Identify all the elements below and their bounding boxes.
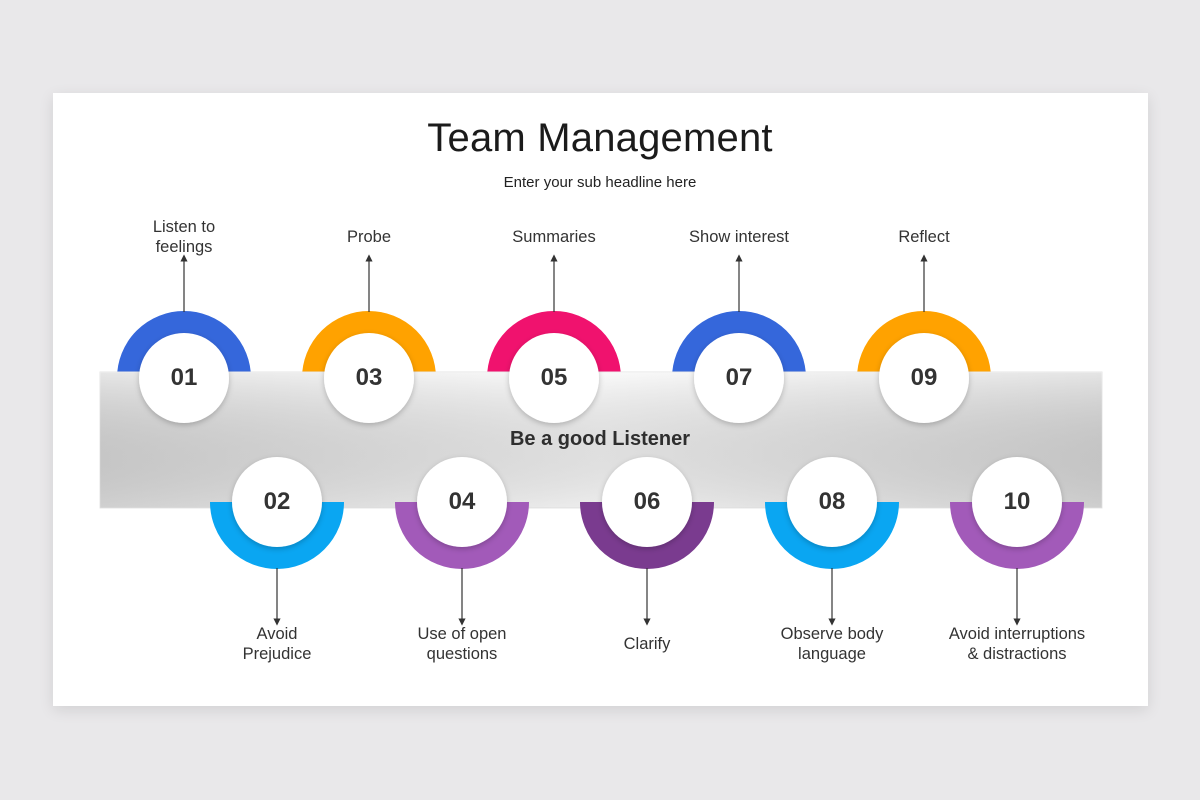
number-circle-05 [509, 333, 599, 423]
label-line: Listen to [152, 218, 216, 236]
step-label-01: Listen to feelings [84, 217, 284, 257]
step-label-03: Probe [269, 227, 469, 247]
number-circle-09 [879, 333, 969, 423]
step-label-08: Observe body language [732, 624, 932, 664]
step-label-05: Summaries [454, 227, 654, 247]
number-circle-07 [694, 333, 784, 423]
step-number-10: 10 [1003, 488, 1031, 515]
number-circle-08 [787, 457, 877, 547]
ring-arc-07 [672, 311, 806, 379]
label-line: Avoid interruptions [948, 625, 1086, 643]
step-number-04: 04 [448, 488, 476, 515]
number-circle-10 [972, 457, 1062, 547]
label-line: Show interest [689, 228, 789, 246]
number-circle-02 [232, 457, 322, 547]
label-line: Prejudice [242, 645, 312, 663]
label-line: language [798, 645, 866, 663]
label-line: & distractions [967, 645, 1067, 663]
label-line: feelings [155, 238, 213, 256]
ring-arc-06 [580, 501, 714, 569]
band-label: Be a good Listener [509, 428, 691, 450]
step-label-09: Reflect [824, 227, 1024, 247]
ring-arc-08 [765, 501, 899, 569]
step-number-06: 06 [633, 488, 661, 515]
slide-subtitle: Enter your sub headline here [503, 174, 697, 191]
step-number-03: 03 [355, 364, 383, 391]
label-line: Probe [346, 228, 392, 246]
step-number-01: 01 [170, 364, 198, 391]
ring-arc-10 [950, 501, 1084, 569]
label-line: Use of open [417, 625, 507, 643]
number-circle-01 [139, 333, 229, 423]
ring-arc-03 [302, 311, 436, 379]
step-number-05: 05 [540, 364, 568, 391]
label-line: Clarify [623, 635, 671, 653]
label-line: questions [426, 645, 498, 663]
label-line: Observe body [780, 625, 884, 643]
ring-arc-05 [487, 311, 621, 379]
number-circle-04 [417, 457, 507, 547]
ring-arc-01 [117, 311, 251, 379]
ring-arc-04 [395, 501, 529, 569]
step-label-07: Show interest [639, 227, 839, 247]
step-number-07: 07 [725, 364, 753, 391]
label-line: Avoid [256, 625, 298, 643]
number-circle-06 [602, 457, 692, 547]
step-label-10: Avoid interruptions & distractions [917, 624, 1117, 664]
ring-arc-09 [857, 311, 991, 379]
step-label-04: Use of open questions [362, 624, 562, 664]
ring-arc-02 [210, 501, 344, 569]
number-circle-03 [324, 333, 414, 423]
slide-title: Team Management [427, 116, 773, 160]
step-number-08: 08 [818, 488, 846, 515]
step-label-06: Clarify [547, 634, 747, 654]
step-number-09: 09 [910, 364, 938, 391]
label-line: Summaries [512, 228, 596, 246]
step-number-02: 02 [263, 488, 291, 515]
label-line: Reflect [898, 228, 950, 246]
